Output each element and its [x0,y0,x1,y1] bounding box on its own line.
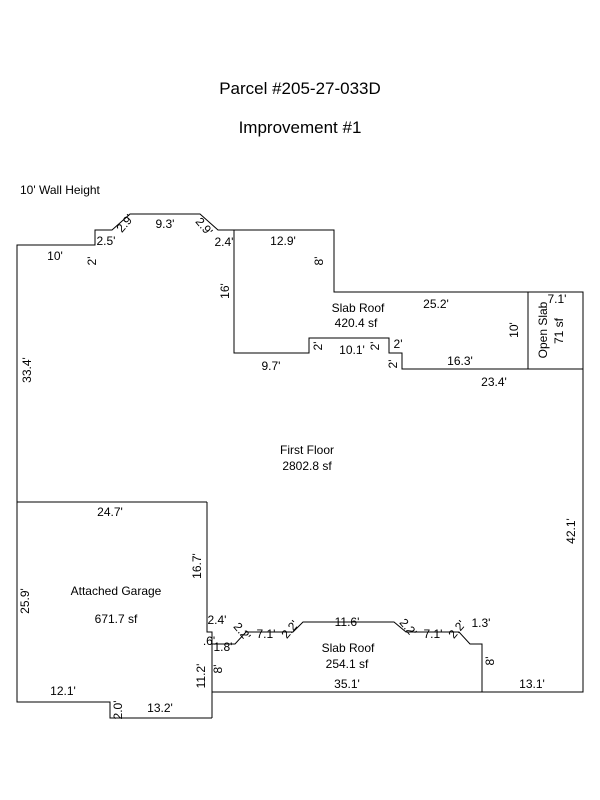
dim-label: 11.6' [335,615,360,629]
dim-label: 2.2' [231,620,254,644]
dim-label: 7.1' [424,627,443,641]
dim-label: 25.9' [18,588,32,614]
garage-label: Attached Garage [71,584,162,598]
dim-label: 16.3' [447,354,473,368]
dim-label: 2.2' [278,618,301,642]
parcel-title: Parcel #205-27-033D [219,79,381,98]
garage-right-wall [206,502,213,644]
dim-label: 7.1' [257,627,276,641]
dim-label: 23.4' [481,375,507,389]
dim-label: 2.2' [397,616,420,640]
dim-label: 35.1' [334,677,360,691]
garage-area: 671.7 sf [95,612,138,626]
slab-roof-bottom-area: 254.1 sf [326,657,369,671]
dim-label: 1.3' [472,616,491,630]
dim-label: 2.0' [111,701,125,720]
dim-label: 9.7' [262,359,281,373]
open-slab-label: Open Slab [536,301,550,358]
dim-label: 12.1' [50,684,76,698]
first-floor-area: 2802.8 sf [282,459,332,473]
dim-label: .6' [203,634,215,648]
dim-label: 2.5' [97,234,116,248]
dim-label: 11.2' [194,664,208,689]
dim-label: 10.1' [339,343,365,357]
dim-label: 2' [311,342,325,351]
slab-roof-top-area: 420.4 sf [335,316,378,330]
dim-label: 13.2' [147,701,173,715]
dim-label: 12.9' [270,234,296,248]
dim-label: 7.1' [548,292,567,306]
dim-label: 10' [507,322,521,338]
dim-label: 1.8' [214,640,233,654]
dim-label: 2' [368,342,382,351]
dim-label: 42.1' [564,518,578,544]
dim-label: 2' [386,360,400,369]
dim-label: 2.4' [208,613,227,627]
dim-label: 24.7' [97,505,123,519]
dim-label: 2.9' [113,212,136,236]
garage-outline [16,502,212,719]
open-slab-area: 71 sf [552,317,566,344]
first-floor-outline [16,213,584,718]
slab-roof-top-label: Slab Roof [332,301,385,315]
slab-roof-bottom-label: Slab Roof [322,641,375,655]
dim-label: 8' [312,257,326,266]
dim-label: 13.1' [519,677,545,691]
dim-label: 2.2' [445,618,468,642]
slab-roof-top-outline [234,229,584,369]
dim-label: 33.4' [20,357,34,383]
dim-label: 8' [211,665,225,674]
dim-label: 2' [85,257,99,266]
dim-label: 9.3' [156,217,175,231]
dim-label: 8' [483,657,497,666]
dim-label: 16.7' [190,553,204,579]
wall-height-note: 10' Wall Height [20,183,100,197]
dim-label: 10' [47,249,63,263]
dim-label: 2' [394,337,403,351]
first-floor-label: First Floor [280,443,334,457]
dim-label: 25.2' [423,297,449,311]
improvement-title: Improvement #1 [238,118,362,137]
dim-label: 2.4' [215,235,234,249]
dim-label: 2.9' [193,215,216,239]
dim-label: 16' [218,283,232,299]
